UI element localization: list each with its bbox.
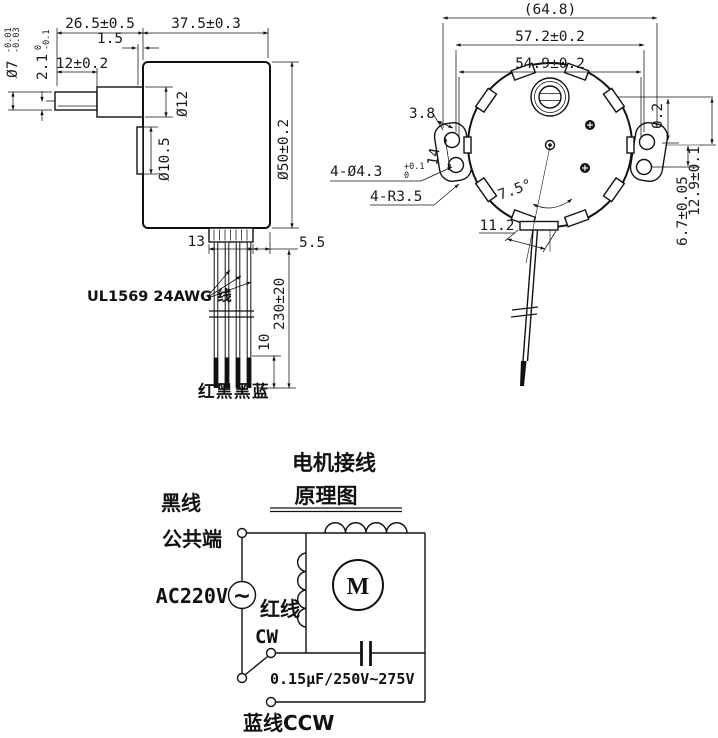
dim-overall-width: (64.8) xyxy=(524,2,576,18)
ac-symbol: ~ xyxy=(233,584,251,609)
wire-spec-label: UL1569 24AWG 线 xyxy=(87,287,232,305)
dim-shaft-offset: 12.9±0.1 xyxy=(687,146,703,216)
bottom-exit-tab xyxy=(519,220,559,231)
dim-hole-span: 57.2±0.2 xyxy=(515,29,585,45)
right-edge-tab xyxy=(626,136,635,154)
front-view: (64.8) 57.2±0.2 54.9±0.2 3.8 4-Ø4.3 +0.1… xyxy=(330,2,716,386)
main-winding-coil xyxy=(324,522,408,534)
dim-boss-dia: Ø12 xyxy=(175,91,191,117)
capacitor xyxy=(360,641,372,666)
svg-text:6.7±0.05: 6.7±0.05 xyxy=(675,176,691,246)
holes-tol-upper: +0.1 xyxy=(404,162,424,172)
dim-exit-width: 11.2 xyxy=(480,218,515,234)
right-mounting-ear xyxy=(629,122,669,182)
shaft-boss xyxy=(96,86,144,118)
ccw-contact xyxy=(265,696,277,708)
aux-winding-coil xyxy=(297,552,307,628)
label-black-wire: 黑线 xyxy=(161,491,201,515)
label-blue-wire: 蓝线CCW xyxy=(243,711,334,735)
wire-tip xyxy=(213,358,219,388)
holes-tol-lower: 0 xyxy=(404,171,409,181)
cw-contact xyxy=(265,647,277,659)
switch-pivot xyxy=(236,672,248,684)
screw-heads xyxy=(580,120,595,173)
dim-overall-front: 26.5±0.5 xyxy=(65,16,135,32)
dim-flat-depth: 2.1 0 -0.1 xyxy=(34,30,52,80)
svg-text:Ø12: Ø12 xyxy=(175,91,191,117)
svg-text:12.9±0.1: 12.9±0.1 xyxy=(687,146,703,216)
label-capacitor: 0.15μF/250V~275V xyxy=(270,670,415,688)
dim-body-dia: Ø50±0.2 xyxy=(276,119,292,180)
svg-text:-0.01: -0.01 xyxy=(4,27,14,53)
svg-text:10: 10 xyxy=(257,334,273,351)
side-view: 26.5±0.5 37.5±0.3 1.5 12±0.2 Ø7 -0.01 -0… xyxy=(4,16,325,401)
label-power: AC220V xyxy=(156,584,228,608)
common-terminal xyxy=(236,527,248,539)
wire-colors-label: 红黑黑蓝 xyxy=(198,381,270,401)
lead-wires xyxy=(209,241,254,388)
dim-pilot-dia: Ø10.5 xyxy=(157,137,173,181)
circuit-wires xyxy=(241,522,426,703)
svg-text:Ø50±0.2: Ø50±0.2 xyxy=(276,119,292,180)
dim-wire-length: 230±20 xyxy=(272,278,288,330)
svg-text:14: 14 xyxy=(425,147,444,167)
dim-strip-length: 10 xyxy=(257,334,273,351)
diagram-title-line2: 原理图 xyxy=(295,484,358,508)
dim-ear-edge: 3.8 xyxy=(409,106,435,122)
dim-tab-span: 54.9±0.2 xyxy=(515,56,585,72)
svg-text:2.1: 2.1 xyxy=(35,54,51,80)
svg-text:230±20: 230±20 xyxy=(272,278,288,330)
left-edge-tab xyxy=(463,136,472,154)
dim-body-length: 37.5±0.3 xyxy=(171,16,241,32)
dim-shaft-dia: Ø7 -0.01 -0.03 xyxy=(4,27,22,78)
side-view-dimensions xyxy=(8,28,299,389)
shaft-hub xyxy=(530,77,570,117)
dim-step: 1.5 xyxy=(97,31,123,47)
dim-wire-block: 13 xyxy=(188,234,205,250)
svg-text:0: 0 xyxy=(34,45,44,50)
dim-hole-below-center: 6.7±0.05 xyxy=(675,176,691,246)
motor-symbol: M xyxy=(332,559,384,611)
mounting-holes xyxy=(443,131,656,176)
wire-exit xyxy=(208,227,254,243)
output-shaft xyxy=(54,91,98,111)
hanging-wire xyxy=(510,229,539,386)
svg-text:Ø7: Ø7 xyxy=(5,61,21,78)
diagram-title-line1: 电机接线 xyxy=(292,451,376,475)
label-red-wire: 红线 xyxy=(260,597,300,621)
wiring-diagram: 电机接线 原理图 xyxy=(156,451,426,735)
dim-hole-pitch: 14 xyxy=(425,147,444,167)
radius-label: 4-R3.5 xyxy=(370,189,422,205)
ac-source: ~ xyxy=(227,580,257,610)
label-cw: CW xyxy=(255,626,278,648)
svg-text:-0.03: -0.03 xyxy=(12,27,22,53)
dim-wire-offset: 5.5 xyxy=(299,235,325,251)
dim-flat-length: 12±0.2 xyxy=(56,56,108,72)
pilot-plate xyxy=(136,126,144,175)
motor-letter: M xyxy=(347,574,370,600)
front-view-dimensions xyxy=(330,16,714,253)
dim-offset-small: 0.2 xyxy=(650,103,666,129)
svg-text:Ø10.5: Ø10.5 xyxy=(157,137,173,181)
svg-text:0.2: 0.2 xyxy=(650,103,666,129)
label-common: 公共端 xyxy=(162,527,222,551)
holes-label: 4-Ø4.3 xyxy=(330,164,382,180)
svg-text:-0.1: -0.1 xyxy=(42,30,52,50)
